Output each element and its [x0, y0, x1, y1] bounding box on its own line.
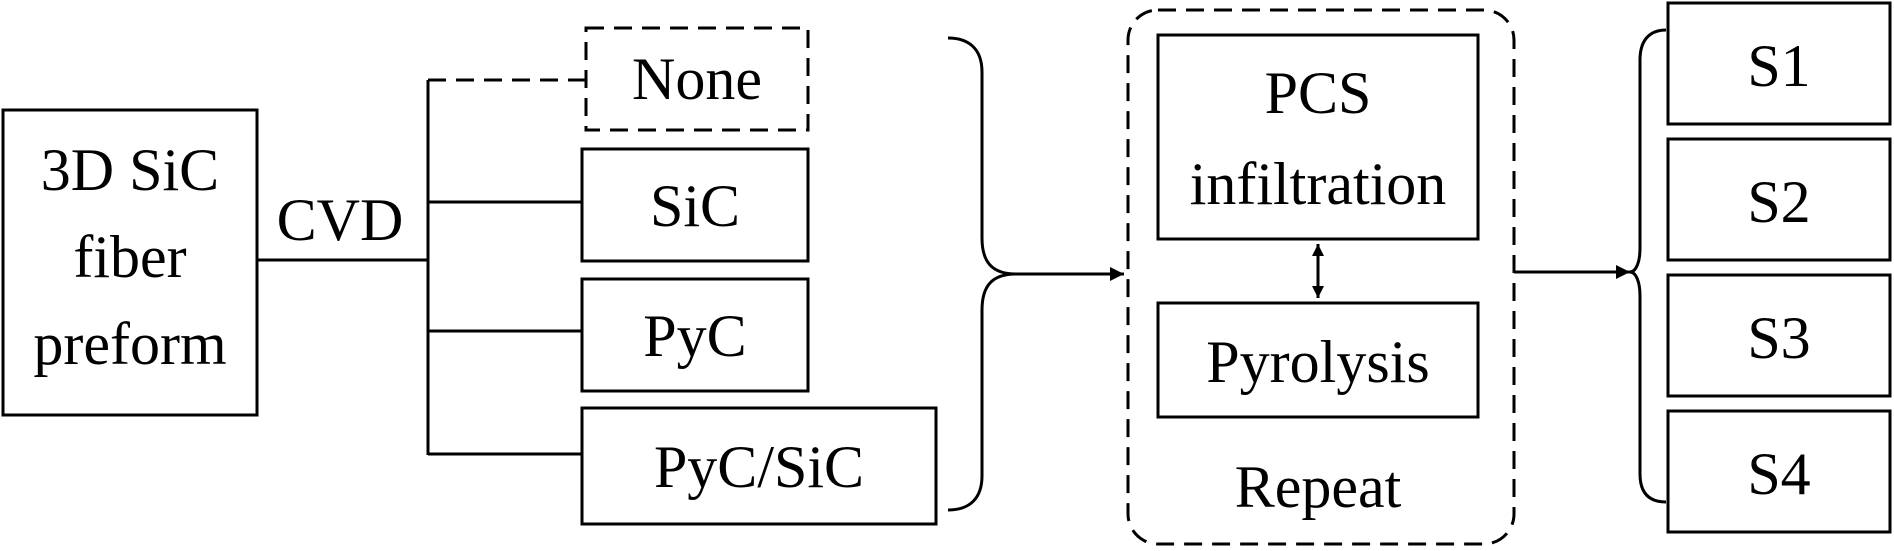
interphase-pyc-node: PyC [580, 277, 810, 393]
preform-node: 3D SiC fiber preform [1, 108, 259, 417]
interphase-pyc-label: PyC [643, 303, 746, 369]
pcs-infiltration-label-line-2: infiltration [1190, 151, 1447, 217]
preform-label-line-1: 3D SiC [41, 137, 219, 203]
cvd-label: CVD [277, 187, 404, 253]
pcs-infiltration-node: PCS infiltration [1156, 33, 1480, 241]
sample-s1-label: S1 [1747, 33, 1810, 99]
pyrolysis-node: Pyrolysis [1156, 301, 1480, 419]
repeat-label: Repeat [1235, 454, 1402, 520]
sample-s2-label: S2 [1747, 169, 1810, 235]
interphase-none-label: None [632, 46, 762, 112]
interphase-none-node: None [584, 26, 810, 132]
preform-label-line-2: fiber [73, 224, 186, 290]
pcs-infiltration-label-line-1: PCS [1265, 60, 1372, 126]
interphase-pyc-sic-node: PyC/SiC [580, 406, 938, 526]
sample-s3-label: S3 [1747, 305, 1810, 371]
interphase-pyc-sic-label: PyC/SiC [654, 434, 864, 500]
interphase-sic-node: SiC [580, 147, 810, 263]
sample-s3-node: S3 [1666, 273, 1892, 398]
interphase-sic-label: SiC [650, 173, 740, 239]
sample-s4-label: S4 [1747, 441, 1810, 507]
interphase-brace [947, 36, 1017, 512]
cvd-connector: CVD [257, 78, 586, 456]
sample-s4-node: S4 [1666, 409, 1892, 534]
samples-brace [1629, 28, 1667, 504]
pip-cycle-group: PCS infiltration Pyrolysis Repeat [1126, 8, 1516, 546]
sample-s2-node: S2 [1666, 137, 1892, 262]
preform-label-line-3: preform [33, 311, 226, 377]
sample-s1-node: S1 [1666, 1, 1892, 126]
pyrolysis-label: Pyrolysis [1206, 329, 1429, 395]
